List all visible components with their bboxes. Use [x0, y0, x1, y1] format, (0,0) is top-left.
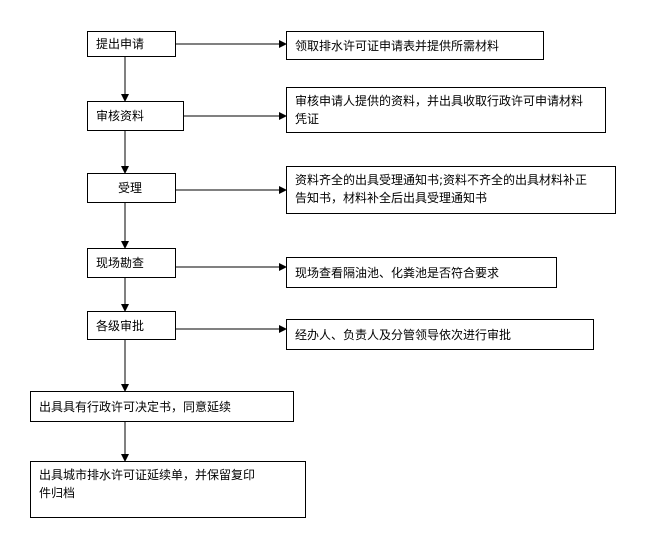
note-review-materials: 审核申请人提供的资料，并出具收取行政许可申请材料凭证 — [286, 87, 606, 133]
step-approval-levels: 各级审批 — [87, 311, 176, 340]
step-review-materials: 审核资料 — [87, 101, 184, 131]
note-text: 领取排水许可证申请表并提供所需材料 — [295, 38, 500, 53]
step-accept: 受理 — [87, 173, 176, 203]
step-site-inspection: 现场勘查 — [87, 248, 176, 278]
note-text: 现场查看隔油池、化粪池是否符合要求 — [295, 265, 500, 280]
step-label: 审核资料 — [96, 109, 145, 123]
step-label: 受理 — [118, 181, 143, 195]
step-label: 各级审批 — [96, 318, 145, 333]
step-label: 现场勘查 — [96, 256, 145, 270]
step-label: 出具城市排水许可证延续单，并保留复印件归档 — [39, 468, 256, 500]
note-approval-sequence: 经办人、负责人及分管领导依次进行审批 — [286, 319, 594, 350]
note-site-check: 现场查看隔油池、化粪池是否符合要求 — [286, 257, 557, 288]
note-collect-form: 领取排水许可证申请表并提供所需材料 — [286, 31, 544, 60]
note-text: 经办人、负责人及分管领导依次进行审批 — [295, 327, 512, 342]
step-issue-renewal-form: 出具城市排水许可证延续单，并保留复印件归档 — [30, 461, 306, 518]
note-text: 审核申请人提供的资料，并出具收取行政许可申请材料凭证 — [295, 94, 584, 126]
note-text: 资料齐全的出具受理通知书;资料不齐全的出具材料补正告知书，材料补全后出具受理通知… — [295, 173, 588, 205]
step-issue-decision: 出具具有行政许可决定书，同意延续 — [30, 391, 294, 422]
step-label: 出具具有行政许可决定书，同意延续 — [39, 399, 232, 414]
step-label: 提出申请 — [96, 37, 145, 51]
note-acceptance-notice: 资料齐全的出具受理通知书;资料不齐全的出具材料补正告知书，材料补全后出具受理通知… — [286, 166, 616, 214]
step-submit-application: 提出申请 — [87, 31, 176, 57]
